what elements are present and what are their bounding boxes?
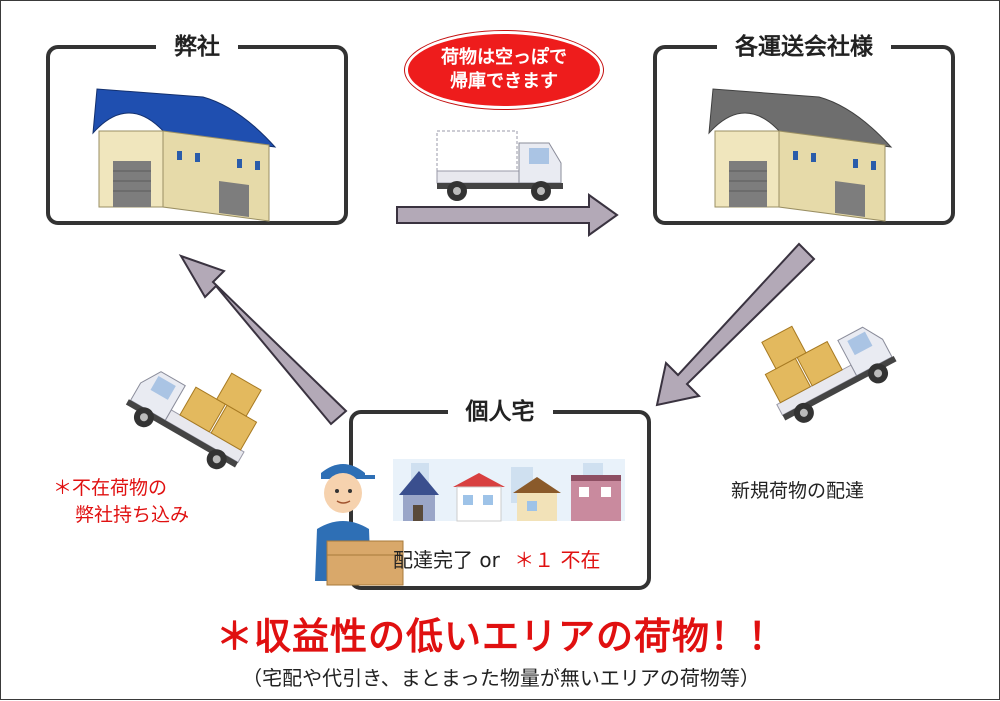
node-carrier-title: 各運送会社様 <box>717 33 891 61</box>
new-delivery-label: 新規荷物の配達 <box>731 480 865 502</box>
arrow-company-to-carrier <box>396 193 619 237</box>
return-truck-image <box>119 334 276 479</box>
delivery-status: 配達完了 or ＊１ 不在 <box>393 544 601 573</box>
headline: ＊収益性の低いエリアの荷物！！ <box>216 615 786 658</box>
status-done-text: 配達完了 or <box>393 548 500 572</box>
carrier-warehouse-image <box>708 88 893 222</box>
absent-note-line-2: 弊社持ち込み <box>75 504 190 526</box>
empty-truck-image <box>436 130 564 202</box>
status-absent-text: ＊１ 不在 <box>514 548 601 572</box>
delivery-truck-image <box>747 290 903 432</box>
node-company-title: 弊社 <box>156 33 238 61</box>
arrow-residence-to-company <box>178 254 348 426</box>
subline: （宅配や代引き、まとまった物量が無いエリアの荷物等） <box>242 666 760 690</box>
absent-note-line-1: ＊不在荷物の <box>53 477 168 499</box>
empty-return-bubble: 荷物は空っぽで 帰庫できます <box>405 31 603 109</box>
bubble-line-2: 帰庫できます <box>450 71 558 92</box>
houses-image <box>393 459 625 522</box>
company-warehouse-image <box>92 88 277 222</box>
bubble-line-1: 荷物は空っぽで <box>441 47 567 68</box>
absent-note: ＊不在荷物の 弊社持ち込み <box>53 475 189 529</box>
delivery-person-image <box>315 464 404 586</box>
arrow-carrier-to-residence <box>655 242 816 407</box>
node-residence-title: 個人宅 <box>447 398 553 426</box>
